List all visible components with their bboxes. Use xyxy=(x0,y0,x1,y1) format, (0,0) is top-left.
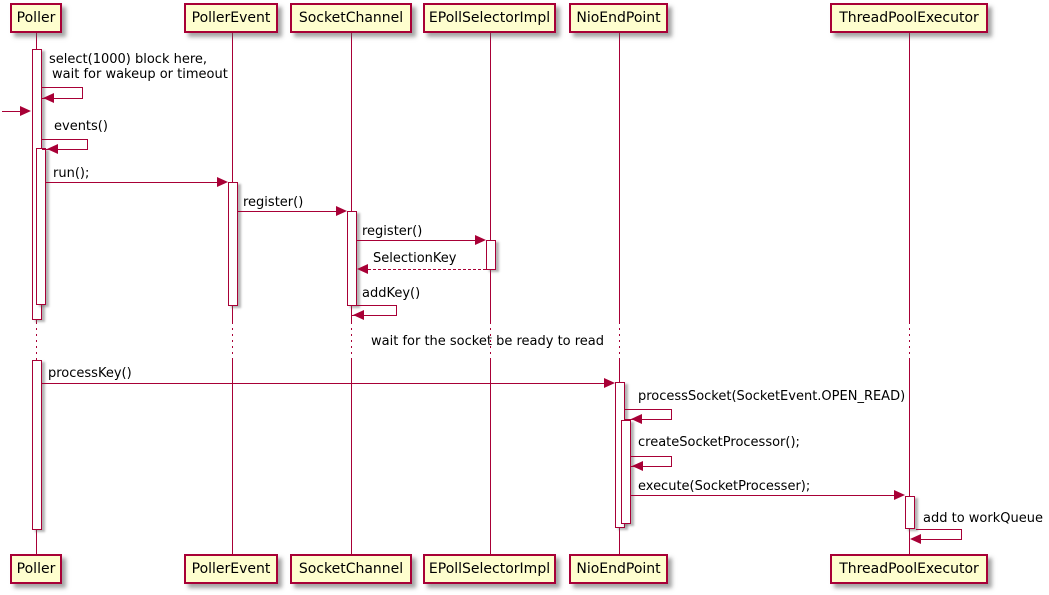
lifeline-poller-delay xyxy=(36,322,37,359)
participant-label: Poller xyxy=(16,561,56,577)
lifeline-nioendpoint-delay xyxy=(619,322,620,359)
message-select-label-line2: wait for wakeup or timeout xyxy=(52,67,228,82)
arrow-selectionkey xyxy=(368,269,486,270)
arrow-register2 xyxy=(357,240,475,241)
participant-label: SocketChannel xyxy=(298,10,404,26)
participant-label: Poller xyxy=(16,10,56,26)
message-addtoworkqueue-label: add to workQueue xyxy=(923,511,1043,526)
activation-threadpoolexecutor xyxy=(905,496,915,529)
arrowhead-run xyxy=(217,177,228,187)
participant-socketchannel-top: SocketChannel xyxy=(290,3,412,33)
participant-poller-top: Poller xyxy=(10,3,62,33)
lifeline-epollselectorimpl-delay xyxy=(490,322,491,359)
lifeline-pollerevent-top xyxy=(232,33,233,322)
arrowhead-register2 xyxy=(475,235,486,245)
arrowhead-select xyxy=(43,93,54,103)
lifeline-threadpoolexecutor-top xyxy=(909,33,910,322)
arrowhead-addkey xyxy=(353,310,364,320)
lifeline-epollselectorimpl-bottom xyxy=(490,359,491,554)
message-register1-label: register() xyxy=(243,195,304,210)
arrowhead-execute xyxy=(894,490,905,500)
self-arrow-addtoworkqueue xyxy=(916,529,962,540)
arrow-register1 xyxy=(238,211,336,212)
activation-epollselectorimpl xyxy=(486,240,496,270)
arrowhead-selectionkey xyxy=(357,264,368,274)
participant-nioendpoint-bottom: NioEndPoint xyxy=(569,554,668,584)
arrowhead-addtoworkqueue xyxy=(910,534,921,544)
message-processsocket-label: processSocket(SocketEvent.OPEN_READ) xyxy=(638,389,906,404)
participant-socketchannel-bottom: SocketChannel xyxy=(290,554,412,584)
arrowhead-createsocketprocessor xyxy=(632,461,643,471)
activation-poller-2 xyxy=(32,360,42,530)
arrowhead-found-message xyxy=(20,106,31,116)
activation-nioendpoint-nested xyxy=(621,420,631,524)
arrow-found-message xyxy=(2,111,22,112)
self-arrow-processsocket xyxy=(625,409,672,420)
lifeline-socketchannel-delay xyxy=(351,322,352,359)
self-arrow-createsocketprocessor xyxy=(631,456,672,467)
message-createsocketprocessor-label: createSocketProcessor(); xyxy=(638,435,800,450)
participant-label: PollerEvent xyxy=(191,561,271,577)
arrowhead-register1 xyxy=(336,206,347,216)
lifeline-socketchannel-bottom xyxy=(351,359,352,554)
participant-label: ThreadPoolExecutor xyxy=(839,561,979,577)
activation-socketchannel xyxy=(347,211,357,306)
arrowhead-processsocket xyxy=(631,414,642,424)
self-arrow-addkey xyxy=(352,305,397,316)
participant-label: NioEndPoint xyxy=(576,561,661,577)
lifeline-pollerevent-bottom xyxy=(232,359,233,554)
self-arrow-events xyxy=(42,139,88,150)
participant-poller-bottom: Poller xyxy=(10,554,62,584)
lifeline-epollselectorimpl-top xyxy=(490,33,491,322)
delay-note: wait for the socket be ready to read xyxy=(371,334,605,349)
arrowhead-processkey xyxy=(604,378,615,388)
lifeline-threadpoolexecutor-bottom xyxy=(909,359,910,554)
participant-pollerevent-top: PollerEvent xyxy=(184,3,278,33)
participant-label: EPollSelectorImpl xyxy=(428,561,551,577)
lifeline-socketchannel-top xyxy=(351,33,352,322)
lifeline-pollerevent-delay xyxy=(232,322,233,359)
message-select-label-line1: select(1000) block here, xyxy=(49,52,208,67)
arrow-run xyxy=(46,182,217,183)
activation-pollerevent xyxy=(228,182,238,306)
message-addkey-label: addKey() xyxy=(362,286,421,301)
message-run-label: run(); xyxy=(53,166,90,181)
participant-epollselectorimpl-top: EPollSelectorImpl xyxy=(423,3,556,33)
arrow-processkey xyxy=(42,383,604,384)
arrowhead-events xyxy=(47,144,58,154)
arrow-execute xyxy=(631,495,894,496)
message-events-label: events() xyxy=(54,119,108,134)
lifeline-nioendpoint-top xyxy=(619,33,620,322)
participant-threadpoolexecutor-top: ThreadPoolExecutor xyxy=(830,3,988,33)
message-processkey-label: processKey() xyxy=(48,366,132,381)
participant-label: EPollSelectorImpl xyxy=(428,10,551,26)
message-execute-label: execute(SocketProcesser); xyxy=(638,479,811,494)
participant-pollerevent-bottom: PollerEvent xyxy=(184,554,278,584)
participant-nioendpoint-top: NioEndPoint xyxy=(569,3,668,33)
participant-threadpoolexecutor-bottom: ThreadPoolExecutor xyxy=(830,554,988,584)
message-register2-label: register() xyxy=(362,224,423,239)
activation-poller-1-nested xyxy=(36,148,46,305)
lifeline-threadpoolexecutor-delay xyxy=(909,322,910,359)
participant-label: ThreadPoolExecutor xyxy=(839,10,979,26)
self-arrow-select xyxy=(42,87,83,99)
participant-label: SocketChannel xyxy=(298,561,404,577)
participant-label: PollerEvent xyxy=(191,10,271,26)
participant-epollselectorimpl-bottom: EPollSelectorImpl xyxy=(423,554,556,584)
participant-label: NioEndPoint xyxy=(576,10,661,26)
message-selectionkey-label: SelectionKey xyxy=(373,251,457,266)
